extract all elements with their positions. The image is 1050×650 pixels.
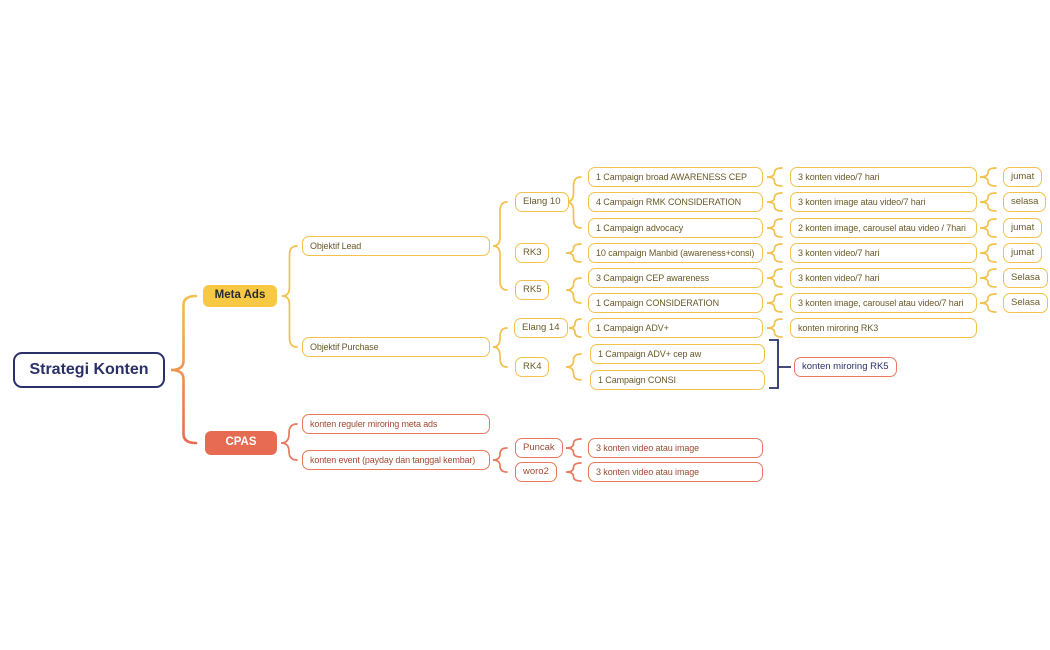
node-group-rk5[interactable]: RK5 [515,280,550,300]
node-cpas[interactable]: CPAS [205,431,277,455]
node-day[interactable]: jumat [1003,243,1043,263]
brace-connector [979,268,997,288]
brace-connector [979,243,997,263]
node-objektif-lead[interactable]: Objektif Lead [302,236,490,256]
node-group-elang-10[interactable]: Elang 10 [515,192,569,212]
node-campaign[interactable]: 3 Campaign CEP awareness [588,268,763,288]
node-konten[interactable]: 3 konten video/7 hari [790,243,977,263]
brace-connector [568,318,582,338]
brace-connector [492,327,508,368]
node-meta-ads[interactable]: Meta Ads [203,285,277,307]
node-note-miroring-rk5[interactable]: konten miroring RK5 [794,357,897,377]
node-day[interactable]: jumat [1003,167,1043,187]
node-group-woro2[interactable]: woro2 [515,462,557,482]
node-campaign[interactable]: 1 Campaign advocacy [588,218,763,238]
brace-connector [979,192,997,212]
node-konten[interactable]: 3 konten video/7 hari [790,167,977,187]
node-konten[interactable]: 3 konten image atau video/7 hari [790,192,977,212]
node-cpas-item-reguler[interactable]: konten reguler miroring meta ads [302,414,490,434]
node-konten[interactable]: 3 konten image, carousel atau video/7 ha… [790,293,977,313]
node-campaign[interactable]: 10 campaign Manbid (awareness+consi) [588,243,763,263]
brace-connector [280,423,298,461]
node-day[interactable]: selasa [1003,192,1047,212]
brace-connector [565,243,582,263]
node-campaign[interactable]: 4 Campaign RMK CONSIDERATION [588,192,763,212]
brace-connector [492,447,508,473]
node-cpas-konten[interactable]: 3 konten video atau image [588,438,763,458]
node-day[interactable]: Selasa [1003,293,1049,313]
node-day[interactable]: Selasa [1003,268,1049,288]
node-konten[interactable]: 3 konten video/7 hari [790,268,977,288]
node-konten[interactable]: 2 konten image, carousel atau video / 7h… [790,218,977,238]
brace-connector [766,318,783,338]
brace-connector [565,277,582,304]
node-group-puncak[interactable]: Puncak [515,438,563,458]
node-campaign[interactable]: 1 Campaign ADV+ [588,318,763,338]
square-bracket-connector [769,339,791,389]
brace-connector [766,268,783,288]
brace-connector [565,462,582,482]
node-objektif-purchase[interactable]: Objektif Purchase [302,337,490,357]
node-day[interactable]: jumat [1003,218,1043,238]
node-campaign[interactable]: 1 Campaign ADV+ cep aw [590,344,765,364]
brace-connector [766,293,783,313]
node-campaign[interactable]: 1 Campaign broad AWARENESS CEP [588,167,763,187]
node-group-rk4[interactable]: RK4 [515,357,550,377]
brace-connector [565,353,582,381]
brace-connector [766,192,783,212]
brace-connector [492,201,508,291]
node-konten[interactable]: konten miroring RK3 [790,318,977,338]
brace-connector [766,218,783,238]
brace-connector [979,218,997,238]
node-cpas-item-event[interactable]: konten event (payday dan tanggal kembar) [302,450,490,470]
node-campaign[interactable]: 1 Campaign CONSIDERATION [588,293,763,313]
node-cpas-konten[interactable]: 3 konten video atau image [588,462,763,482]
brace-connector [281,245,298,348]
brace-connector [979,167,997,187]
node-group-rk3[interactable]: RK3 [515,243,550,263]
brace-connector [565,438,582,458]
node-root[interactable]: Strategi Konten [13,352,165,388]
brace-connector [170,294,198,445]
brace-connector [766,243,783,263]
brace-connector [766,167,783,187]
node-campaign[interactable]: 1 Campaign CONSI [590,370,765,390]
brace-connector [979,293,997,313]
node-group-elang-14[interactable]: Elang 14 [514,318,568,338]
